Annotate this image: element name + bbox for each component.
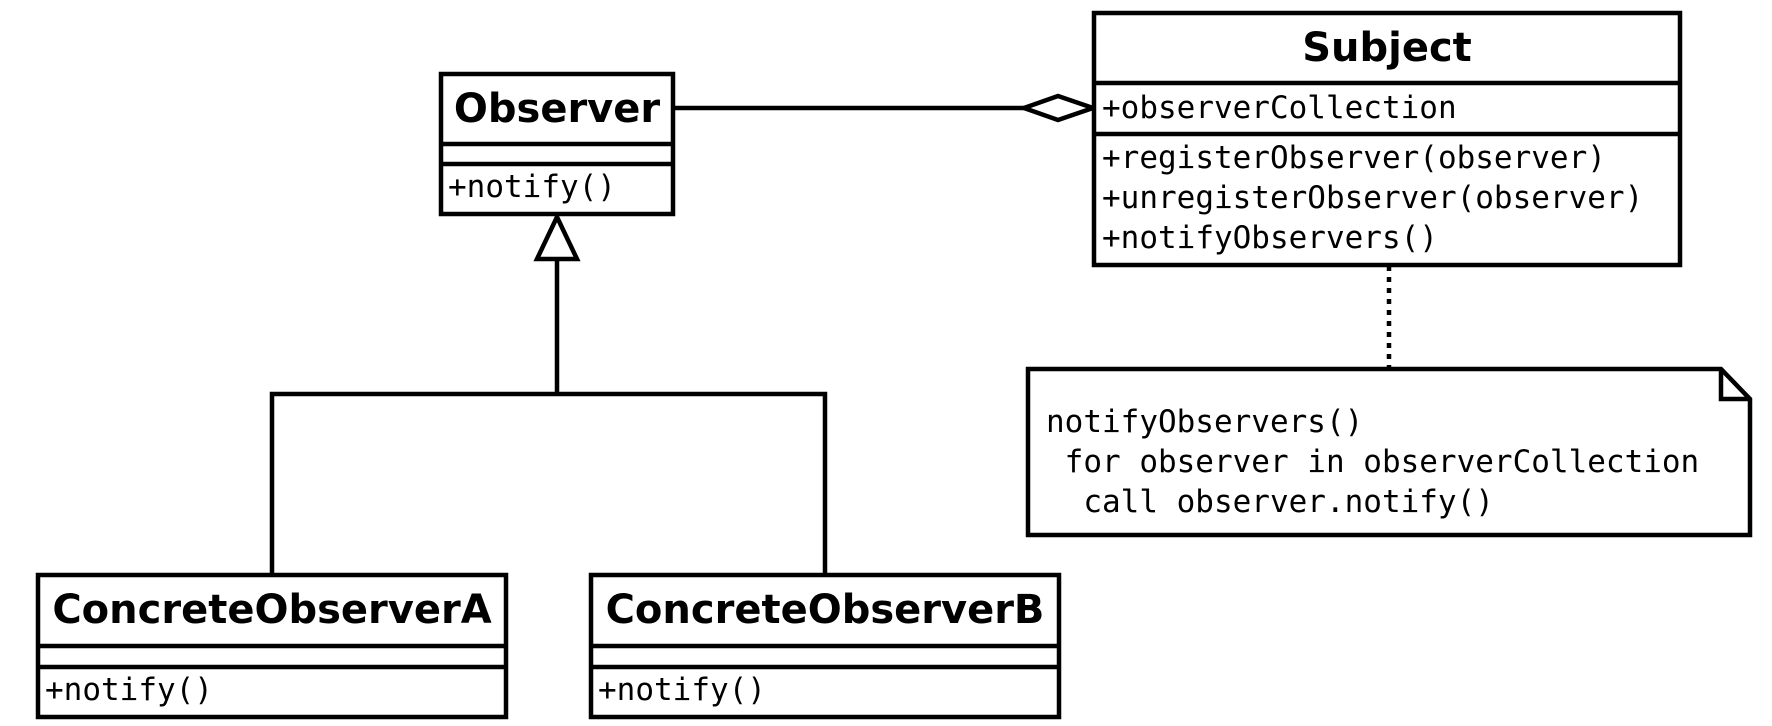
class-subject-operation: +unregisterObserver(observer): [1102, 180, 1643, 216]
generalization-arrowhead: [533, 211, 581, 262]
class-observer-operation: +notify(): [448, 169, 616, 205]
class-concrete-observer-a-name: ConcreteObserverA: [52, 587, 491, 633]
class-observer[interactable]: Observer +notify(): [438, 71, 676, 217]
note[interactable]: notifyObservers() for observer in observ…: [1025, 366, 1753, 538]
class-subject[interactable]: Subject +observerCollection +registerObs…: [1091, 10, 1683, 268]
class-subject-operation: +registerObserver(observer): [1102, 140, 1606, 176]
class-observer-name: Observer: [454, 86, 661, 132]
generalization-branch: [269, 391, 828, 575]
aggregation-diamond: [1017, 93, 1100, 123]
class-concrete-observer-b[interactable]: ConcreteObserverB +notify(): [588, 572, 1062, 720]
aggregation-connector: [672, 93, 1100, 123]
class-concrete-observer-b-operation: +notify(): [598, 672, 766, 708]
class-concrete-observer-a[interactable]: ConcreteObserverA +notify(): [35, 572, 509, 720]
class-concrete-observer-a-operation: +notify(): [45, 672, 213, 708]
note-line: notifyObservers(): [1046, 404, 1363, 440]
note-line: call observer.notify(): [1046, 484, 1494, 520]
class-subject-attribute: +observerCollection: [1102, 90, 1457, 126]
class-subject-name: Subject: [1302, 25, 1472, 71]
class-concrete-observer-b-name: ConcreteObserverB: [606, 587, 1045, 633]
note-dog-ear: [1718, 369, 1750, 402]
note-line: for observer in observerCollection: [1046, 444, 1699, 480]
class-subject-box: [1091, 10, 1683, 268]
class-subject-operation: +notifyObservers(): [1102, 220, 1438, 256]
note-box: [1025, 366, 1753, 538]
generalization-connector: [269, 211, 828, 575]
